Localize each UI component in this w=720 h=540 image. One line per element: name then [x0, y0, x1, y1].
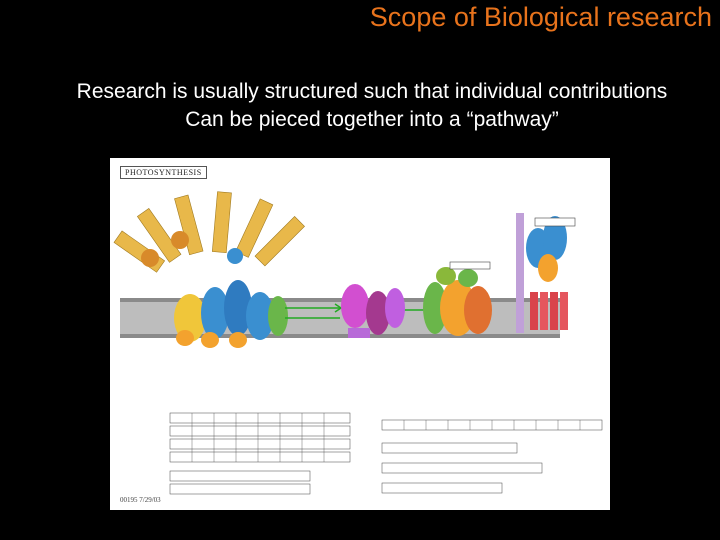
gene-table-right	[381, 419, 603, 494]
subtitle-line-2: Can be pieced together into a “pathway”	[185, 108, 559, 131]
cytochrome-b6f-complex	[341, 284, 405, 338]
pathway-diagram	[113, 191, 603, 495]
photosystem-i	[423, 261, 492, 336]
figure-footer: 00195 7/29/03	[120, 496, 161, 504]
figure-panel-title: PHOTOSYNTHESIS	[120, 166, 207, 179]
photosynthesis-pathway-figure: PHOTOSYNTHESIS 00195 7/29/03	[110, 158, 610, 510]
gene-table-left	[169, 412, 351, 495]
subtitle-line-1: Research is usually structured such that…	[76, 80, 668, 103]
slide-title: Scope of Biological research	[369, 2, 712, 32]
photosystem-ii	[174, 280, 288, 348]
atp-synthase	[516, 213, 576, 333]
